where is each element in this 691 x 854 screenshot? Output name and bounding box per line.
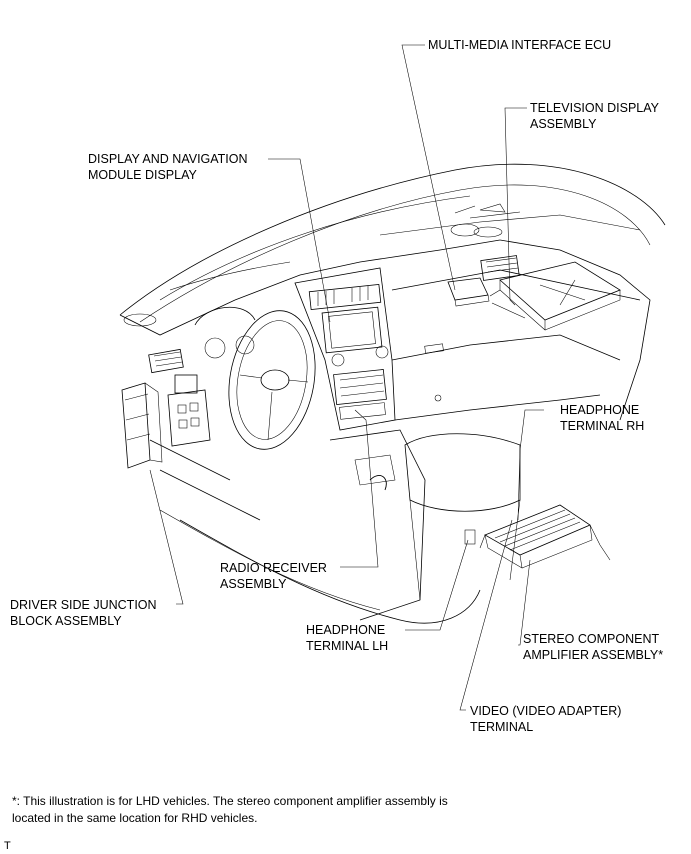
junction-block bbox=[121, 382, 163, 469]
passenger-dash bbox=[391, 226, 641, 421]
label-video-adapter-terminal: VIDEO (VIDEO ADAPTER) TERMINAL bbox=[470, 704, 622, 734]
steering-wheel bbox=[194, 306, 316, 450]
left-panel bbox=[148, 348, 261, 521]
stereo-amplifier bbox=[479, 504, 611, 569]
footnote: *: This illustration is for LHD vehicles… bbox=[12, 794, 448, 825]
label-headphone-terminal-lh: HEADPHONE TERMINAL LH bbox=[306, 623, 389, 653]
multimedia-ecu bbox=[447, 277, 490, 307]
label-driver-side-junction-block: DRIVER SIDE JUNCTION BLOCK ASSEMBLY bbox=[10, 598, 157, 628]
center-stack bbox=[294, 267, 396, 431]
label-radio-receiver-assembly: RADIO RECEIVER ASSEMBLY bbox=[220, 561, 327, 591]
label-multimedia-interface-ecu: MULTI-MEDIA INTERFACE ECU bbox=[428, 38, 612, 52]
dash-outline bbox=[119, 163, 666, 421]
label-display-navigation-module: DISPLAY AND NAVIGATION MODULE DISPLAY bbox=[88, 152, 248, 182]
leader-lines bbox=[149, 44, 544, 711]
label-stereo-component-amplifier: STEREO COMPONENT AMPLIFIER ASSEMBLY* bbox=[523, 632, 664, 662]
corner-mark: T bbox=[4, 840, 11, 852]
center-console bbox=[159, 429, 521, 624]
tv-display bbox=[489, 261, 621, 331]
label-television-display-assembly: TELEVISION DISPLAY ASSEMBLY bbox=[530, 101, 659, 131]
label-headphone-terminal-rh: HEADPHONE TERMINAL RH bbox=[560, 403, 645, 433]
